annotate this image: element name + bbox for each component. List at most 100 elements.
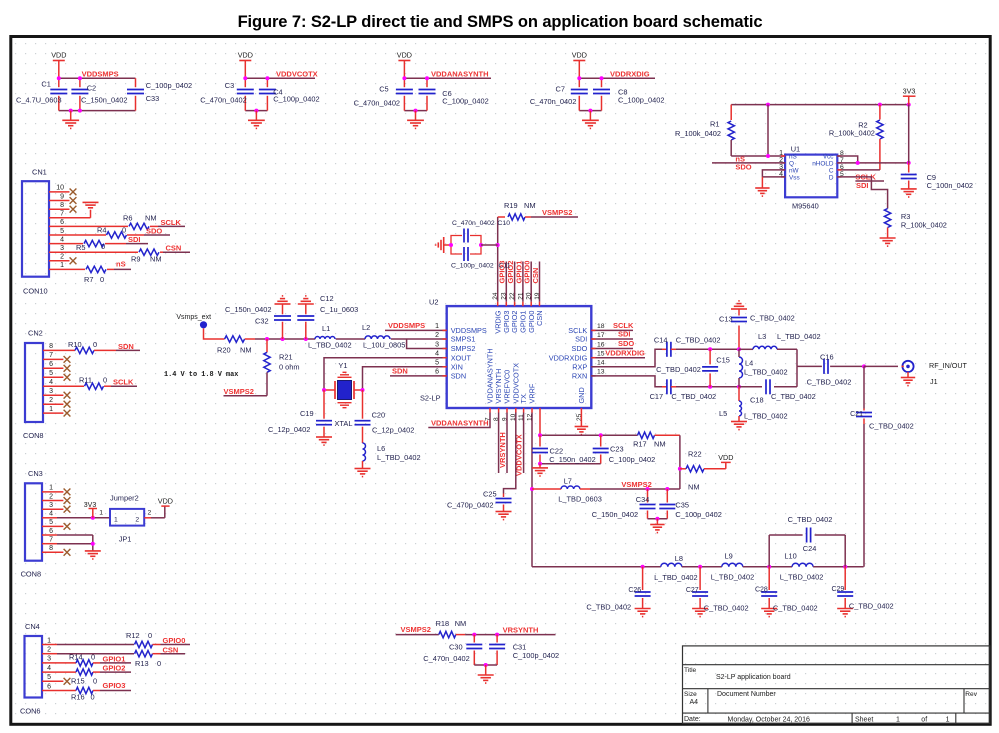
svg-text:CSN: CSN xyxy=(166,243,182,252)
svg-text:Date:: Date: xyxy=(684,716,701,723)
svg-text:7: 7 xyxy=(840,157,844,164)
svg-text:18: 18 xyxy=(597,323,605,330)
svg-text:VDDANASYNTH: VDDANASYNTH xyxy=(431,418,489,427)
svg-text:VDDRXDIG: VDDRXDIG xyxy=(549,353,588,362)
svg-text:6: 6 xyxy=(49,528,53,535)
svg-text:SMPS1: SMPS1 xyxy=(451,335,476,344)
svg-text:CSN: CSN xyxy=(163,645,179,654)
svg-text:VDDVCOTX: VDDVCOTX xyxy=(511,363,520,404)
svg-text:GPIO1: GPIO1 xyxy=(103,654,126,663)
svg-text:C_100p_0402: C_100p_0402 xyxy=(451,262,494,269)
svg-text:0: 0 xyxy=(93,676,97,685)
svg-text:C30: C30 xyxy=(449,642,463,651)
svg-text:VDDVCOTX: VDDVCOTX xyxy=(515,434,524,476)
svg-text:4: 4 xyxy=(435,351,439,358)
svg-text:C_TBD_0402: C_TBD_0402 xyxy=(750,313,795,322)
svg-text:R_100k_0402: R_100k_0402 xyxy=(829,128,875,137)
svg-text:6: 6 xyxy=(49,361,53,368)
svg-text:4: 4 xyxy=(779,171,783,178)
svg-text:3: 3 xyxy=(435,341,439,348)
svg-text:0: 0 xyxy=(103,376,107,385)
svg-text:22: 22 xyxy=(509,292,516,300)
svg-text:GND: GND xyxy=(577,387,586,403)
svg-text:VDDVCOTX: VDDVCOTX xyxy=(276,70,318,79)
svg-text:C15: C15 xyxy=(716,355,730,364)
svg-text:R6: R6 xyxy=(123,213,132,222)
svg-text:nS: nS xyxy=(116,260,126,269)
svg-text:CN3: CN3 xyxy=(28,469,43,478)
svg-text:L2: L2 xyxy=(362,323,370,332)
svg-text:R17: R17 xyxy=(633,439,647,448)
svg-text:3: 3 xyxy=(47,656,51,663)
svg-text:L_10U_0805: L_10U_0805 xyxy=(363,341,405,350)
svg-text:C_TBD_0402: C_TBD_0402 xyxy=(586,603,631,612)
svg-text:R3: R3 xyxy=(901,212,910,221)
svg-text:C24: C24 xyxy=(803,544,817,553)
svg-text:L_TBD_0402: L_TBD_0402 xyxy=(654,573,698,582)
svg-text:9: 9 xyxy=(60,193,64,200)
svg-text:Jumper2: Jumper2 xyxy=(110,494,139,503)
svg-text:C_470n_0402: C_470n_0402 xyxy=(354,99,400,108)
svg-text:R12: R12 xyxy=(126,631,140,640)
svg-text:20: 20 xyxy=(526,292,533,300)
svg-text:SCLK: SCLK xyxy=(568,326,587,335)
svg-text:Vss: Vss xyxy=(789,174,800,181)
svg-text:13: 13 xyxy=(597,369,605,376)
svg-text:SDI: SDI xyxy=(856,181,869,190)
svg-text:R22: R22 xyxy=(688,449,702,458)
svg-text:VDD: VDD xyxy=(397,51,412,60)
svg-text:2: 2 xyxy=(135,516,139,523)
svg-text:4: 4 xyxy=(60,236,64,243)
svg-text:GPIO0: GPIO0 xyxy=(163,636,186,645)
svg-text:10: 10 xyxy=(510,413,517,421)
svg-text:C33: C33 xyxy=(146,94,160,103)
svg-text:SDN: SDN xyxy=(392,367,408,376)
svg-text:C8: C8 xyxy=(618,88,627,97)
svg-text:VRSYNTH: VRSYNTH xyxy=(498,432,507,468)
svg-text:L5: L5 xyxy=(719,409,727,418)
svg-text:0 ohm: 0 ohm xyxy=(279,363,300,372)
svg-text:1: 1 xyxy=(99,510,103,517)
svg-text:VSMPS2: VSMPS2 xyxy=(542,208,572,217)
svg-text:L_TBD_0402: L_TBD_0402 xyxy=(744,367,788,376)
svg-text:L3: L3 xyxy=(758,332,766,341)
svg-text:23: 23 xyxy=(501,292,508,300)
svg-text:NM: NM xyxy=(524,201,536,210)
svg-text:L_TBD_0402: L_TBD_0402 xyxy=(377,453,421,462)
svg-text:0: 0 xyxy=(91,693,95,702)
svg-text:TX: TX xyxy=(519,394,528,403)
svg-text:7: 7 xyxy=(49,537,53,544)
svg-text:R18: R18 xyxy=(436,619,450,628)
svg-text:VDD: VDD xyxy=(51,51,66,60)
svg-text:1: 1 xyxy=(114,516,118,523)
svg-text:C_12p_0402: C_12p_0402 xyxy=(268,425,310,434)
svg-text:16: 16 xyxy=(597,341,605,348)
svg-text:SDN: SDN xyxy=(118,342,134,351)
svg-text:R_100k_0402: R_100k_0402 xyxy=(675,129,721,138)
svg-text:3: 3 xyxy=(779,164,783,171)
svg-text:C29: C29 xyxy=(831,586,844,593)
svg-text:SDI: SDI xyxy=(575,335,587,344)
svg-text:RXN: RXN xyxy=(572,372,587,381)
svg-text:6: 6 xyxy=(60,219,64,226)
svg-text:VSMPS2: VSMPS2 xyxy=(401,625,431,634)
svg-text:CON8: CON8 xyxy=(23,431,44,440)
svg-text:VDD: VDD xyxy=(158,496,173,505)
svg-text:1: 1 xyxy=(946,716,950,723)
svg-text:8: 8 xyxy=(840,150,844,157)
svg-text:C31: C31 xyxy=(513,642,527,651)
svg-text:nW: nW xyxy=(789,167,800,174)
svg-text:0: 0 xyxy=(91,653,95,662)
svg-text:SCLK: SCLK xyxy=(161,218,182,227)
svg-text:CSN: CSN xyxy=(535,311,544,326)
svg-text:24: 24 xyxy=(492,292,499,300)
svg-text:C10: C10 xyxy=(498,220,511,227)
svg-text:VRSYNTH: VRSYNTH xyxy=(494,369,503,404)
svg-text:4: 4 xyxy=(49,379,53,386)
svg-text:C_TBD_0402: C_TBD_0402 xyxy=(671,392,716,401)
svg-text:SDO: SDO xyxy=(571,344,587,353)
svg-text:C_100p_0402: C_100p_0402 xyxy=(146,81,192,90)
svg-text:9: 9 xyxy=(501,417,508,421)
svg-text:C25: C25 xyxy=(483,490,497,499)
svg-text:0: 0 xyxy=(148,631,152,640)
